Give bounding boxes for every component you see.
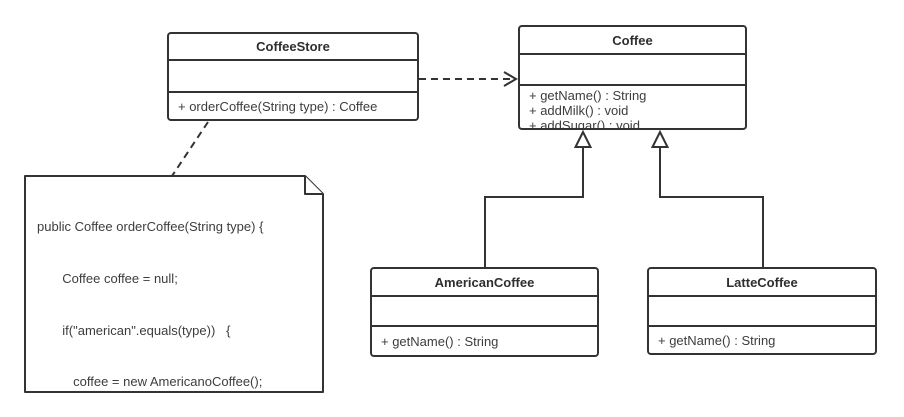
code-line: public Coffee orderCoffee(String type) {	[37, 219, 264, 235]
class-coffeestore: CoffeeStore + orderCoffee(String type) :…	[167, 32, 419, 121]
generalization-triangle-american-icon	[573, 129, 593, 148]
method-ordercoffee: + orderCoffee(String type) : Coffee	[178, 98, 378, 114]
method-getname: + getName() : String	[381, 333, 499, 349]
class-americancoffee: AmericanCoffee + getName() : String	[370, 267, 599, 357]
generalization-line-latte	[659, 147, 764, 267]
class-coffee-methods: + getName() : String + addMilk() : void …	[520, 84, 745, 128]
class-lattecoffee: LatteCoffee + getName() : String	[647, 267, 877, 355]
code-line: if("american".equals(type)) {	[37, 322, 231, 338]
code-line: Coffee coffee = null;	[37, 271, 178, 287]
method-addmilk: + addMilk() : void	[529, 103, 629, 118]
code-note-text: public Coffee orderCoffee(String type) {…	[37, 184, 315, 417]
class-coffeestore-title: CoffeeStore	[256, 39, 330, 54]
generalization-triangle-latte-icon	[650, 129, 670, 148]
class-coffee: Coffee + getName() : String + addMilk() …	[518, 25, 747, 130]
code-note-shape	[24, 175, 324, 393]
class-americancoffee-methods: + getName() : String	[372, 325, 597, 355]
class-lattecoffee-attributes	[649, 295, 875, 325]
class-lattecoffee-title: LatteCoffee	[726, 274, 798, 290]
note-anchor-line	[171, 121, 209, 177]
method-getname: + getName() : String	[658, 332, 776, 348]
method-addsugar: + addSugar() : void	[529, 118, 640, 128]
class-coffee-attributes	[520, 53, 745, 84]
code-line: coffee = new AmericanoCoffee();	[37, 374, 263, 390]
class-americancoffee-title: AmericanCoffee	[434, 274, 535, 290]
generalization-line-american	[484, 147, 584, 267]
class-coffee-title: Coffee	[612, 32, 653, 48]
class-lattecoffee-methods: + getName() : String	[649, 325, 875, 353]
class-coffeestore-methods: + orderCoffee(String type) : Coffee	[169, 91, 417, 119]
class-americancoffee-attributes	[372, 295, 597, 325]
code-note-fold-icon	[304, 176, 323, 195]
method-getname: + getName() : String	[529, 88, 647, 103]
class-coffeestore-attributes	[169, 59, 417, 91]
dependency-arrowhead-icon	[503, 71, 518, 87]
